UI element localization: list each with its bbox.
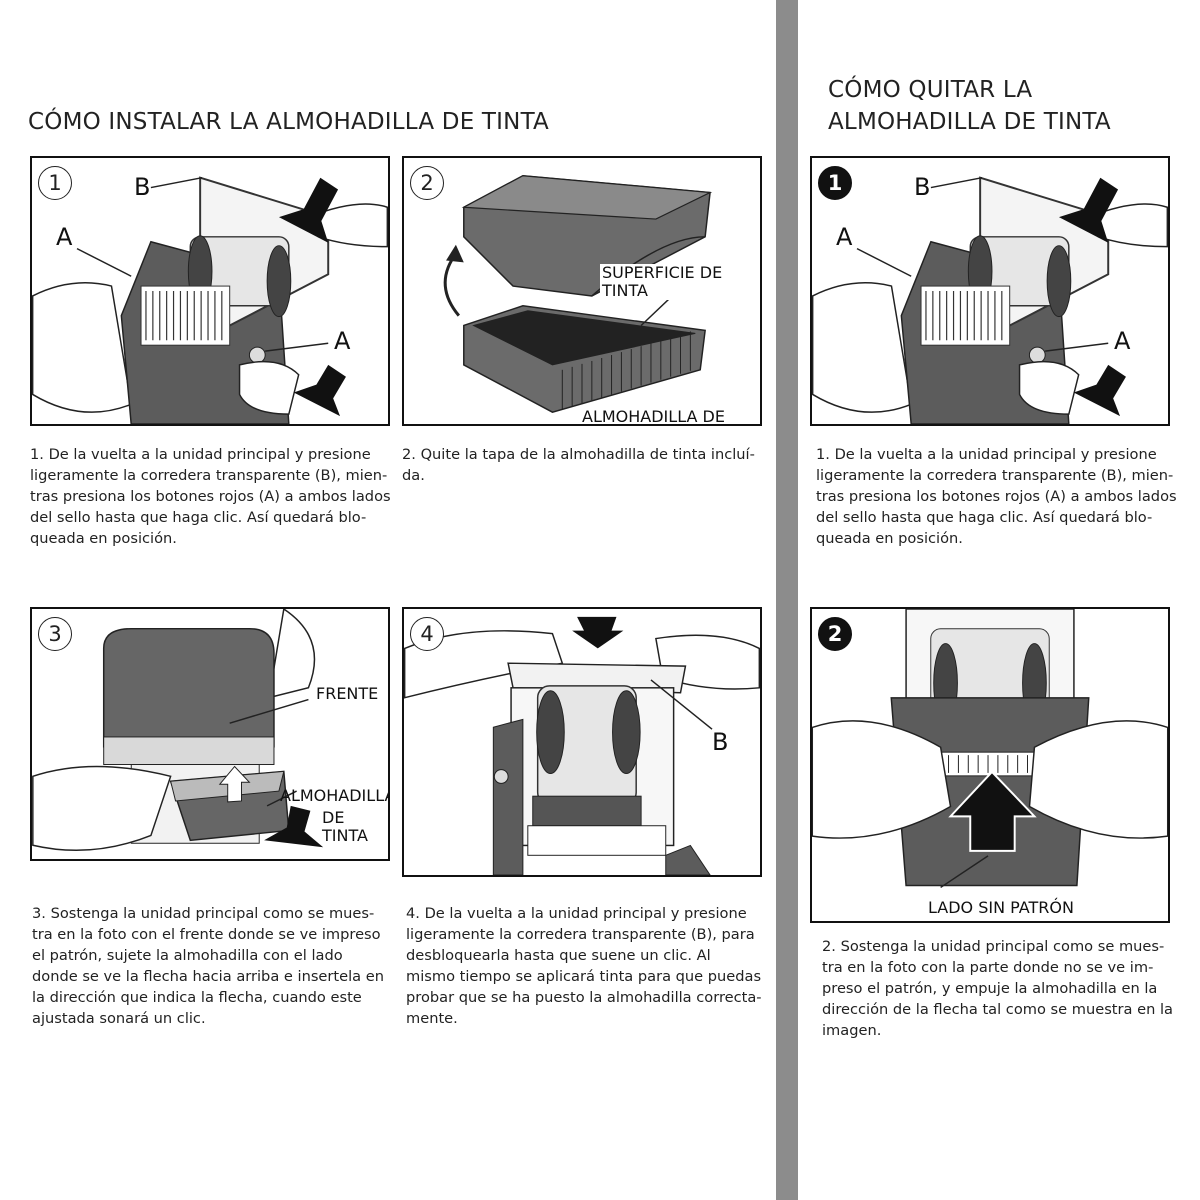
step-3-illustration: 3 FRENTE ALMOHADILLA DE TINTA	[30, 607, 390, 861]
step-1-caption: 1. De la vuelta a la unidad principal y …	[30, 446, 391, 547]
step-2-illustration: 2 SUPERFICIE DE TINTA ALMOHADILLA DE TIN…	[402, 156, 762, 426]
remove-step-2-caption: 2. Sostenga la unidad principal como se …	[822, 938, 1173, 1039]
insert-pad-illustration	[32, 609, 324, 851]
label-ink-surface: SUPERFICIE DE TINTA	[600, 264, 760, 300]
unlock-slider-illustration	[404, 616, 760, 875]
label-unpatterned-side: LADO SIN PATRÓN	[926, 898, 1076, 917]
remove-step-number-1: 1	[818, 166, 852, 200]
remove-step-1-illustration: 1 B A A	[810, 156, 1170, 426]
step-3-caption: 3. Sostenga la unidad principal como se …	[32, 905, 384, 1027]
remove-heading-line1: CÓMO QUITAR LA	[828, 77, 1033, 103]
label-b: B	[134, 173, 151, 201]
step-number-2: 2	[410, 166, 444, 200]
step-number-3: 3	[38, 617, 72, 651]
label-ink-pad-line2: DE TINTA	[322, 808, 368, 845]
step-4-illustration: 4 B	[402, 607, 762, 877]
label-a-right: A	[334, 327, 351, 355]
label-a-left: A	[56, 223, 73, 251]
column-divider	[776, 0, 798, 1200]
label-ink-pad: ALMOHADILLA DE TINTA	[580, 408, 760, 424]
remove-step-2-illustration: 2 LADO SIN PATRÓN	[810, 607, 1170, 923]
label-a-left: A	[836, 223, 853, 251]
label-a-right: A	[1114, 327, 1131, 355]
label-b: B	[914, 173, 931, 201]
remove-step-number-2: 2	[818, 617, 852, 651]
stamp-slider-illustration	[812, 176, 1168, 424]
label-front: FRENTE	[314, 684, 381, 703]
step-1-illustration: 1 B A A	[30, 156, 390, 426]
label-ink-pad-line1: ALMOHADILLA	[280, 786, 390, 805]
remove-step-1-caption: 1. De la vuelta a la unidad principal y …	[816, 446, 1177, 547]
install-heading: CÓMO INSTALAR LA ALMOHADILLA DE TINTA	[28, 109, 549, 135]
remove-heading-line2: ALMOHADILLA DE TINTA	[828, 109, 1111, 135]
label-b: B	[712, 728, 729, 756]
step-number-4: 4	[410, 617, 444, 651]
step-number-1: 1	[38, 166, 72, 200]
push-pad-out-illustration	[812, 609, 1168, 889]
stamp-slider-illustration	[32, 176, 388, 424]
step-2-caption: 2. Quite la tapa de la almohadilla de ti…	[402, 446, 755, 484]
step-4-caption: 4. De la vuelta a la unidad principal y …	[406, 905, 762, 1027]
